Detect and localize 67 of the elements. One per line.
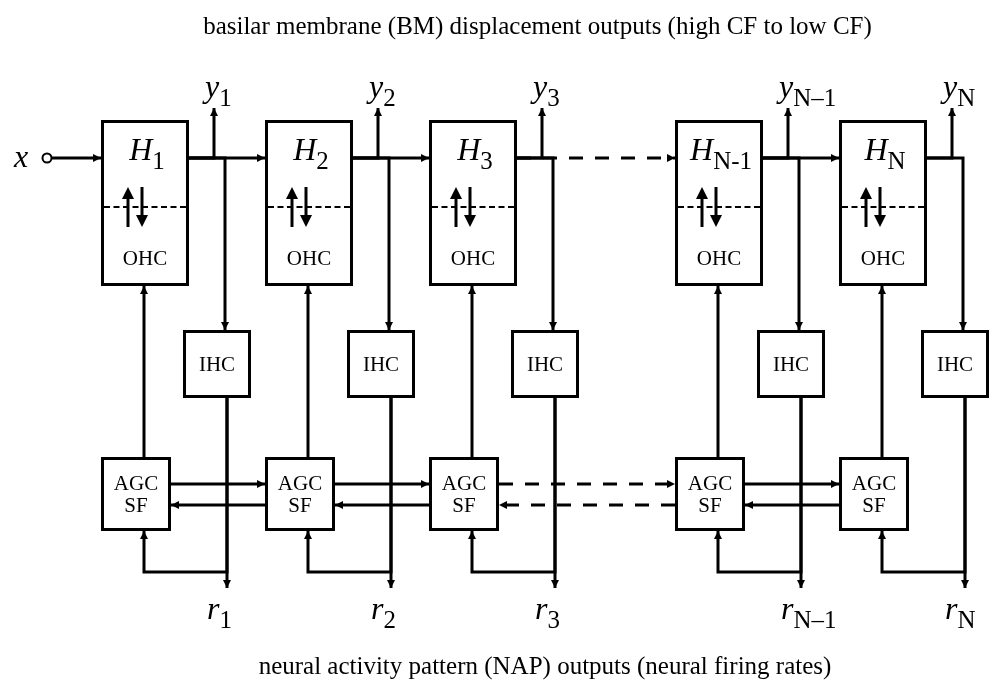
- filter-stage-box: [839, 120, 927, 286]
- block-label: OHC: [286, 246, 332, 269]
- block-label: AGC SF: [440, 471, 488, 517]
- filter-stage-box: [265, 120, 353, 286]
- arrow: [353, 154, 429, 162]
- diagram-caption: neural activity pattern (NAP) outputs (neural firing rates): [257, 652, 833, 680]
- arrow: [499, 501, 675, 509]
- arrow: [189, 154, 265, 162]
- arrow: [335, 480, 429, 488]
- process-box: [757, 330, 825, 398]
- process-box: [183, 330, 251, 398]
- process-box: [921, 330, 989, 398]
- arrow: [499, 480, 675, 488]
- block-symbol: H$_{N-1}$: [690, 133, 752, 174]
- arrow: [763, 154, 839, 162]
- block-symbol: H$_{N}$: [864, 133, 906, 174]
- block-symbol: H$_{3}$: [457, 133, 493, 174]
- arrow: [335, 501, 429, 509]
- arrow: [745, 501, 839, 509]
- arrow: [468, 286, 476, 457]
- arrow: [878, 286, 886, 457]
- process-box: [675, 457, 745, 531]
- arrow: [745, 480, 839, 488]
- block-label: IHC: [198, 352, 236, 375]
- block-label: AGC SF: [850, 471, 898, 517]
- process-box: [839, 457, 909, 531]
- block-label: OHC: [450, 246, 496, 269]
- signal-label: r$_{2}$: [371, 592, 396, 633]
- process-box: [511, 330, 579, 398]
- signal-label: r$_{1}$: [207, 592, 232, 633]
- arrow: [171, 480, 265, 488]
- block-label: IHC: [362, 352, 400, 375]
- block-symbol: H$_{2}$: [293, 133, 329, 174]
- arrow: [304, 398, 393, 574]
- process-box: [429, 457, 499, 531]
- block-label: IHC: [936, 352, 974, 375]
- arrow: [714, 286, 722, 457]
- filter-stage-box: [429, 120, 517, 286]
- block-label: OHC: [122, 246, 168, 269]
- arrow: [41, 152, 101, 164]
- arrow: [140, 286, 148, 457]
- process-box: [265, 457, 335, 531]
- arrow: [714, 398, 803, 574]
- filter-stage-box: [101, 120, 189, 286]
- block-label: AGC SF: [112, 471, 160, 517]
- arrow: [517, 154, 675, 162]
- arrow: [927, 156, 967, 330]
- arrow: [304, 286, 312, 457]
- arrow: [468, 398, 557, 574]
- block-label: OHC: [860, 246, 906, 269]
- arrow: [878, 398, 967, 574]
- block-label: OHC: [696, 246, 742, 269]
- block-label: IHC: [772, 352, 810, 375]
- process-box: [101, 457, 171, 531]
- signal-label: r$_{3}$: [535, 592, 560, 633]
- diagram-title: basilar membrane (BM) displacement outputs (high CF to low CF): [202, 12, 873, 40]
- signal-label: x: [14, 140, 29, 172]
- signal-label: r$_{N–1}$: [781, 592, 837, 633]
- block-label: AGC SF: [686, 471, 734, 517]
- process-box: [347, 330, 415, 398]
- block-label: IHC: [526, 352, 564, 375]
- block-symbol: H$_{1}$: [129, 133, 165, 174]
- block-label: AGC SF: [276, 471, 324, 517]
- filter-stage-box: [675, 120, 763, 286]
- arrow: [140, 398, 229, 574]
- arrow: [171, 501, 265, 509]
- signal-label: r$_{N}$: [945, 592, 976, 633]
